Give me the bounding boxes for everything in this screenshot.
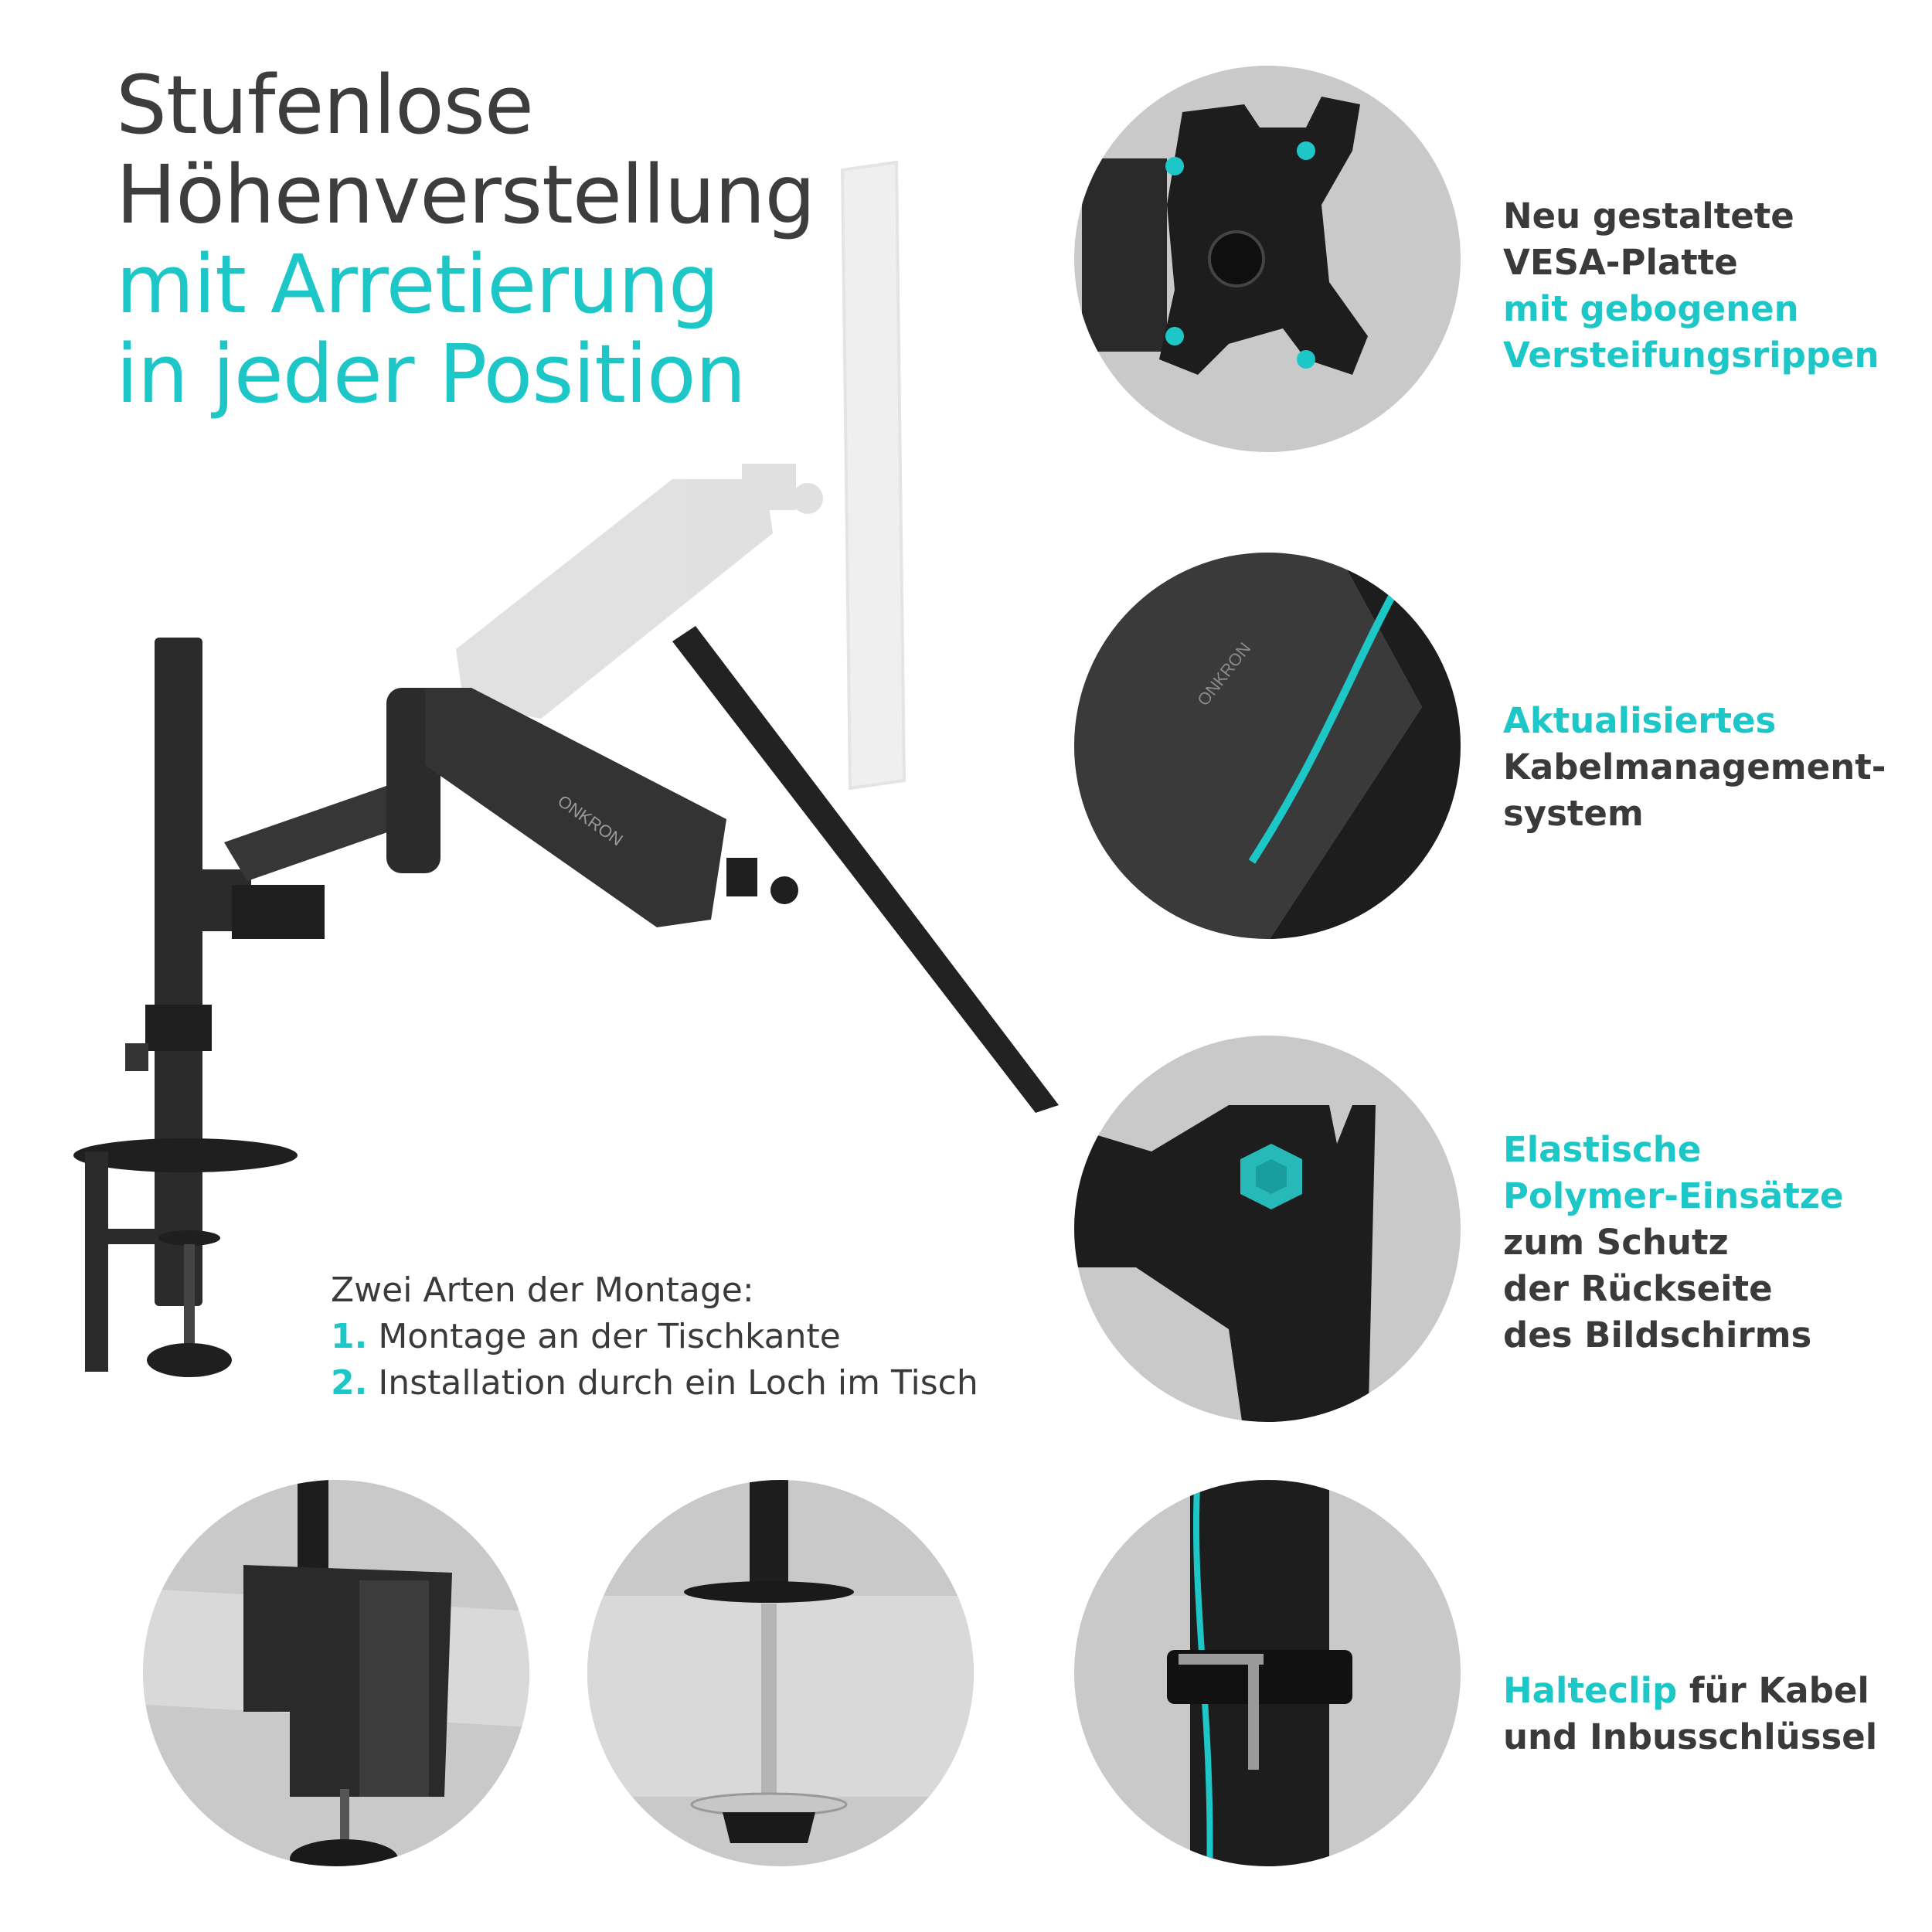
- feature-cable-line-3: system: [1503, 793, 1644, 834]
- feature-polymer-line-4: der Rückseite: [1503, 1268, 1773, 1309]
- mounting-info: Zwei Arten der Montage: 1. Montage an de…: [331, 1267, 978, 1406]
- headline-line-4: in jeder Position: [116, 327, 746, 421]
- clamp: [85, 1151, 108, 1372]
- headline-line-2: Höhenverstellung: [116, 148, 816, 242]
- polymer-insert-detail: [1074, 1036, 1461, 1422]
- feature-clip-line-2: und Inbusschlüssel: [1503, 1716, 1878, 1757]
- desk-plate: [73, 1138, 298, 1172]
- feature-vesa-line-4: Versteifungsrippen: [1503, 335, 1879, 376]
- feature-cable-clip: Halteclip für Kabel und Inbusschlüssel: [1503, 1668, 1877, 1760]
- feature-cable-management: Aktualisiertes Kabelmanagement- system: [1503, 698, 1886, 837]
- feature-clip-line-1: Halteclip für Kabel: [1503, 1670, 1869, 1711]
- mounting-item-2: 2. Installation durch ein Loch im Tisch: [331, 1363, 978, 1403]
- mounting-title: Zwei Arten der Montage:: [331, 1270, 754, 1310]
- feature-polymer-line-2: Polymer-Einsätze: [1503, 1175, 1844, 1216]
- pole: [155, 638, 202, 1306]
- feature-polymer-line-3: zum Schutz: [1503, 1222, 1729, 1263]
- headline-line-3: mit Arretierung: [116, 237, 719, 332]
- mounting-item-1: 1. Montage an der Tischkante: [331, 1317, 841, 1356]
- upper-arm: [425, 688, 726, 927]
- cable-clip-detail: [1074, 1480, 1461, 1866]
- feature-vesa-line-3: mit gebogenen: [1503, 288, 1799, 329]
- monitor: [672, 626, 1059, 1113]
- headline-line-1: Stufenlose: [116, 58, 534, 152]
- headline: Stufenlose Höhenverstellung mit Arretier…: [116, 58, 816, 421]
- cable-management-detail: ONKRON: [1074, 553, 1461, 939]
- ghost-monitor-arm: [456, 160, 906, 791]
- feature-vesa-line-2: VESA-Platte: [1503, 242, 1738, 283]
- feature-vesa-line-1: Neu gestaltete: [1503, 196, 1794, 236]
- feature-cable-line-2: Kabelmanagement-: [1503, 747, 1886, 787]
- desk-clamp-detail: [143, 1480, 529, 1866]
- feature-cable-line-1: Aktualisiertes: [1503, 700, 1777, 741]
- desk-grommet-detail: [587, 1480, 974, 1866]
- feature-polymer-line-1: Elastische: [1503, 1129, 1702, 1170]
- feature-polymer-inserts: Elastische Polymer-Einsätze zum Schutz d…: [1503, 1127, 1844, 1359]
- feature-vesa-plate: Neu gestaltete VESA-Platte mit gebogenen…: [1503, 193, 1879, 379]
- feature-polymer-line-5: des Bildschirms: [1503, 1315, 1812, 1355]
- monitor-arm-illustration: ONKRON: [73, 160, 1059, 1377]
- vesa-plate-detail: [1074, 66, 1461, 452]
- lower-arm: [224, 781, 425, 881]
